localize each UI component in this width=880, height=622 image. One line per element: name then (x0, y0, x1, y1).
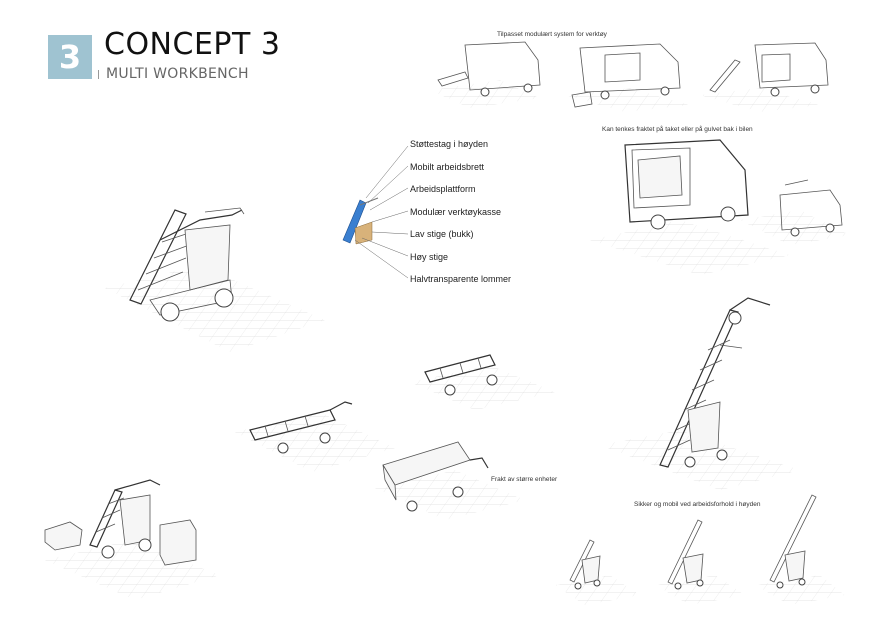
trolley-horizontal-2 (424, 354, 498, 396)
van-large (624, 139, 843, 237)
caption-modular-system: Tilpasset modulært system for verktøy (497, 31, 607, 38)
component-label: Støttestag i høyden (410, 139, 489, 149)
component-label: Arbeidsplattform (410, 184, 476, 194)
caption-freight: Frakt av større enheter (491, 476, 558, 483)
trolley-with-boxes (44, 479, 197, 566)
caption-safe-mobile: Sikker og mobil ved arbeidsforhold i høy… (634, 501, 761, 508)
subtitle-divider (98, 70, 99, 79)
component-label: Modulær verktøykasse (410, 206, 502, 217)
badge-number: 3 (58, 38, 82, 76)
component-label: Mobilt arbeidsbrett (410, 161, 485, 172)
concept-number-badge: 3 (48, 35, 92, 79)
page-subtitle: MULTI WORKBENCH (106, 66, 249, 82)
tall-ladder-sketch (659, 297, 771, 468)
component-label: Høy stige (410, 251, 449, 262)
trolley-horizontal-1 (249, 401, 353, 454)
component-label: Halvtransparente lommer (410, 274, 512, 284)
floor-grids (45, 80, 850, 605)
component-label-list: Støttestag i høyden Mobilt arbeidsbrett … (410, 138, 511, 296)
van-sketches-top (437, 41, 829, 108)
caption-roof-transport: Kan tenkes fraktet på taket eller på gul… (602, 126, 753, 133)
exploded-component-sketch (342, 145, 409, 279)
main-workbench-sketch (129, 207, 245, 322)
freight-trolley (382, 441, 489, 512)
component-label: Lav stige (bukk) (410, 229, 474, 239)
small-trolley-1 (569, 539, 601, 590)
small-trolley-2 (667, 519, 704, 590)
small-trolley-3 (769, 494, 817, 589)
page-title: CONCEPT 3 (104, 27, 281, 62)
